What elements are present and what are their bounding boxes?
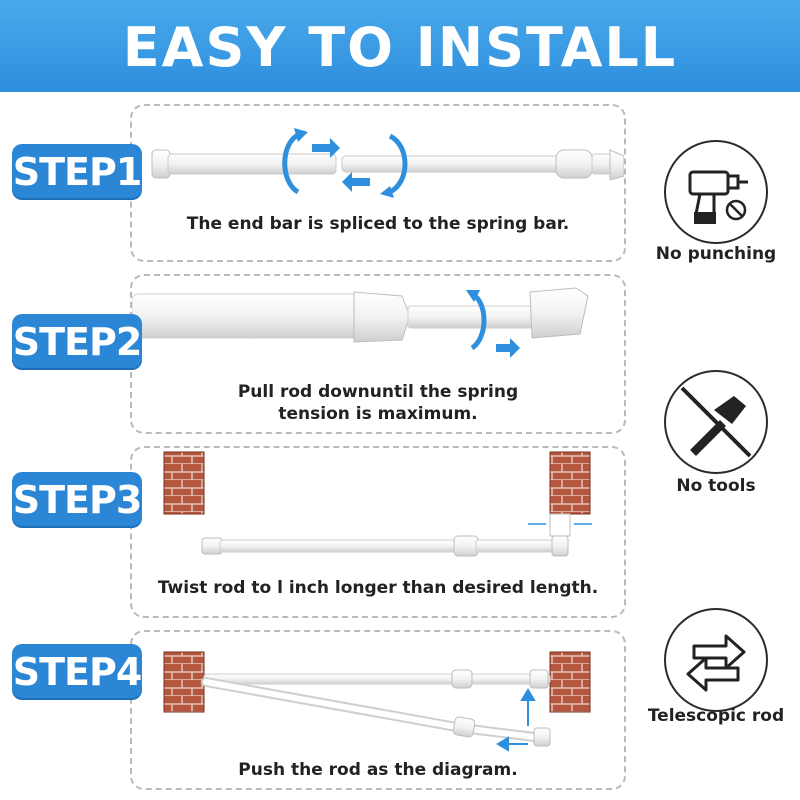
step2-panel: Pull rod downuntil the spring tension is… [130, 274, 626, 434]
spring-joint [555, 149, 593, 179]
step2-badge: STEP2 [12, 314, 142, 368]
wall-right [549, 451, 591, 515]
step3-caption: Twist rod to l inch longer than desired … [157, 578, 599, 598]
rotate-arrow-right-icon [388, 133, 408, 195]
wall-right [549, 651, 591, 713]
page-title: EASY TO INSTALL [122, 16, 678, 79]
end-cap-right [609, 149, 624, 181]
push-arrow-left-icon [496, 736, 528, 752]
end-bar [167, 153, 337, 175]
step4-panel: Push the rod as the diagram. [130, 630, 626, 790]
step2-diagram [132, 287, 589, 358]
no-punching-badge [664, 140, 768, 244]
rod-installed [203, 673, 551, 685]
step1-panel: The end bar is spliced to the spring bar… [130, 104, 626, 262]
step3-diagram [163, 451, 592, 557]
end-cap-left [151, 149, 171, 179]
step1-badge: STEP1 [12, 144, 142, 198]
rod-collar [353, 291, 411, 343]
step1-caption: The end bar is spliced to the spring bar… [186, 214, 570, 234]
wall-left [163, 451, 205, 515]
pull-arrow-icon [496, 338, 520, 358]
no-punching-label: No punching [655, 244, 777, 264]
rod-inner-tube [407, 305, 535, 329]
telescopic-rod-badge [664, 608, 768, 712]
rod-end-cap [529, 287, 589, 339]
rod-outer-tube [132, 293, 365, 339]
step2-caption-line2: tension is maximum. [278, 404, 478, 424]
arrow-left-icon [342, 172, 370, 192]
step1-diagram [151, 128, 624, 198]
no-tools-label: No tools [676, 476, 756, 496]
spring-bar [341, 155, 561, 173]
swap-arrows-icon [686, 634, 746, 692]
drill-no-icon [688, 170, 748, 224]
step2-caption-line1: Pull rod downuntil the spring [237, 382, 519, 402]
wall-left [163, 651, 205, 713]
step3-badge: STEP3 [12, 472, 142, 526]
header-banner [0, 0, 800, 92]
step4-diagram [163, 651, 591, 752]
rod [219, 539, 459, 553]
arrow-right-icon [312, 138, 340, 158]
telescopic-rod-label: Telescopic rod [647, 706, 785, 726]
step3-panel: Twist rod to l inch longer than desired … [130, 446, 626, 618]
step4-caption: Push the rod as the diagram. [238, 760, 518, 780]
step4-badge: STEP4 [12, 644, 142, 698]
rotate-arrow-left-icon [282, 131, 302, 195]
no-tools-badge [664, 370, 768, 474]
hammer-crossed-icon [680, 386, 752, 458]
push-arrow-up-icon [520, 688, 536, 726]
